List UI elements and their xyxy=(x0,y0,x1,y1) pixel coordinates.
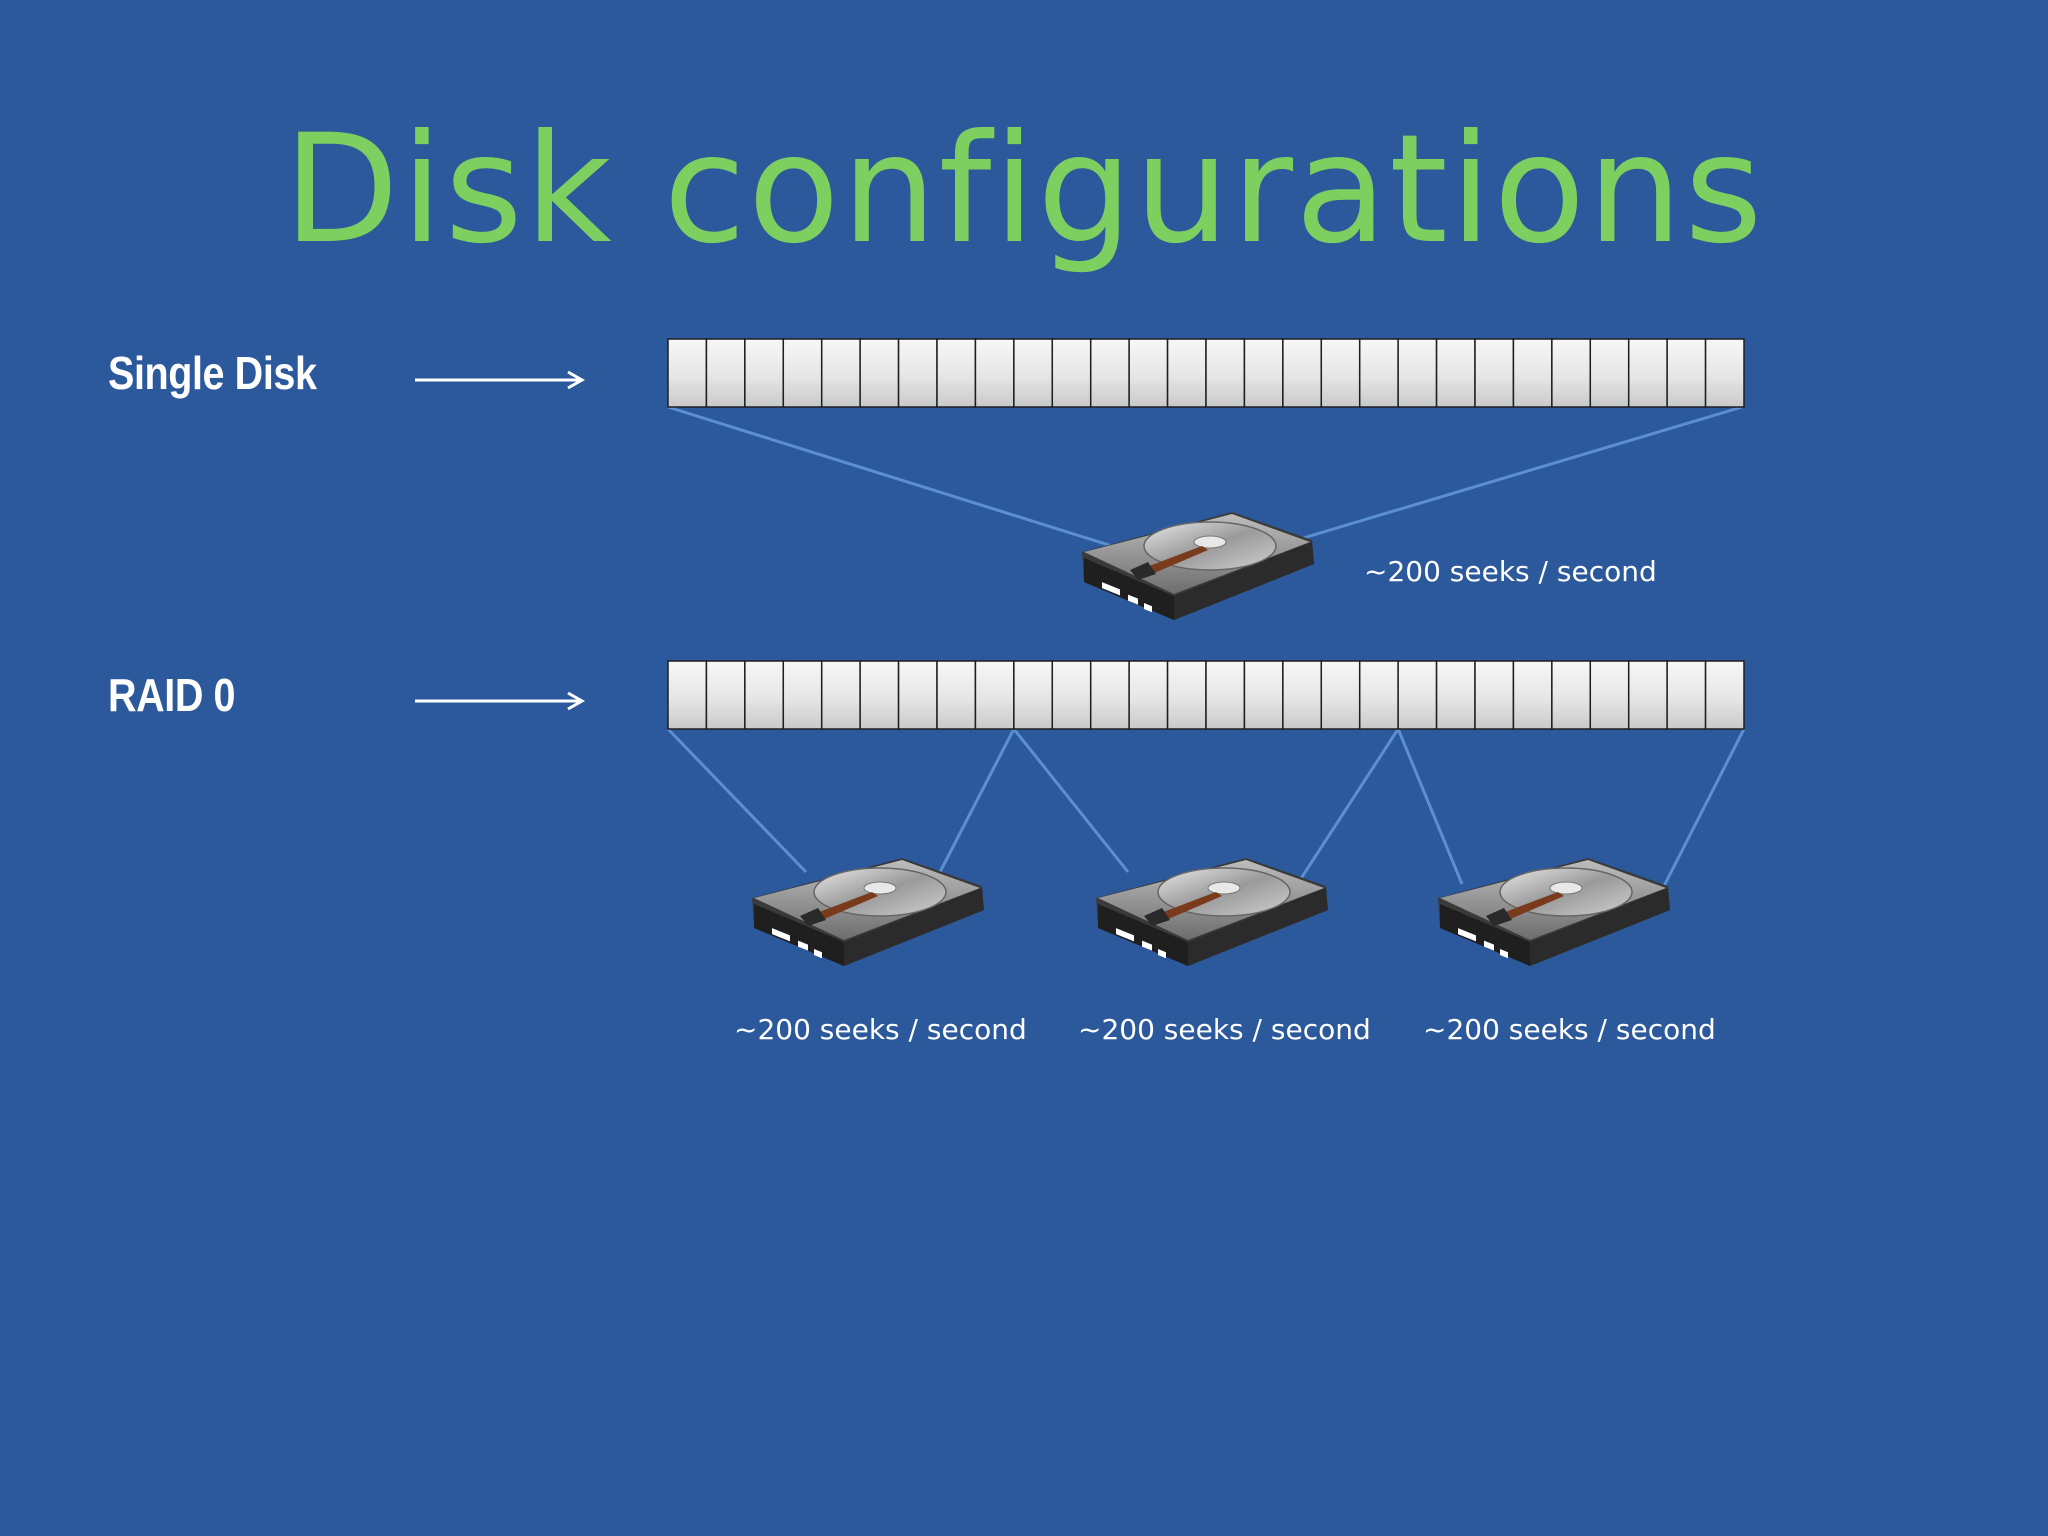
hard-drive-icon xyxy=(1095,857,1329,967)
storage-block xyxy=(1166,660,1207,730)
storage-block xyxy=(1627,660,1668,730)
storage-block xyxy=(820,338,861,408)
storage-block xyxy=(1089,660,1130,730)
storage-block xyxy=(1243,660,1284,730)
storage-block xyxy=(782,660,823,730)
raid-0-connectors xyxy=(666,727,1746,887)
arrow-single-disk xyxy=(415,370,586,390)
storage-block xyxy=(1013,338,1054,408)
seek-rate-label: ~200 seeks / second xyxy=(734,1013,1027,1046)
storage-block xyxy=(667,660,708,730)
seek-rate-label: ~200 seeks / second xyxy=(1364,555,1657,588)
storage-block xyxy=(1320,338,1361,408)
storage-block xyxy=(859,660,900,730)
hard-drive-icon xyxy=(1437,857,1671,967)
storage-block xyxy=(1704,660,1745,730)
storage-block xyxy=(1013,660,1054,730)
storage-block xyxy=(1128,660,1169,730)
storage-block xyxy=(1704,338,1745,408)
storage-block xyxy=(1512,660,1553,730)
storage-block xyxy=(1128,338,1169,408)
storage-block xyxy=(705,338,746,408)
connector-line xyxy=(1662,728,1746,887)
seek-rate-label: ~200 seeks / second xyxy=(1423,1013,1716,1046)
storage-block xyxy=(1358,660,1399,730)
storage-block xyxy=(1551,338,1592,408)
storage-block xyxy=(1551,660,1592,730)
single-disk-block-strip xyxy=(667,338,1745,408)
connector-line xyxy=(666,727,808,874)
row-label-raid-0: RAID 0 xyxy=(108,669,236,721)
storage-block xyxy=(1474,338,1515,408)
slide-title: Disk configurations xyxy=(283,103,1765,277)
storage-block xyxy=(1589,338,1630,408)
storage-block xyxy=(1512,338,1553,408)
connector-line xyxy=(1396,728,1464,885)
storage-block xyxy=(1205,660,1246,730)
connector-line xyxy=(1012,728,1130,873)
connector-line xyxy=(938,728,1016,873)
storage-block xyxy=(1205,338,1246,408)
connector-line xyxy=(1289,405,1743,544)
storage-block xyxy=(897,338,938,408)
storage-block xyxy=(1282,660,1323,730)
arrow-raid-0 xyxy=(415,691,586,711)
storage-block xyxy=(1435,660,1476,730)
storage-block xyxy=(1166,338,1207,408)
storage-block xyxy=(1397,660,1438,730)
storage-block xyxy=(1358,338,1399,408)
storage-block xyxy=(1243,338,1284,408)
storage-block xyxy=(1320,660,1361,730)
storage-block xyxy=(1435,338,1476,408)
storage-block xyxy=(744,660,785,730)
storage-block xyxy=(897,660,938,730)
storage-block xyxy=(1666,660,1707,730)
storage-block xyxy=(744,338,785,408)
seek-rate-label: ~200 seeks / second xyxy=(1078,1013,1371,1046)
storage-block xyxy=(1282,338,1323,408)
storage-block xyxy=(705,660,746,730)
storage-block xyxy=(1051,338,1092,408)
storage-block xyxy=(974,660,1015,730)
raid-0-block-strip xyxy=(667,660,1745,730)
single-disk-connectors xyxy=(667,405,1743,548)
storage-block xyxy=(859,338,900,408)
storage-block xyxy=(1627,338,1668,408)
storage-block xyxy=(1089,338,1130,408)
hard-drive-icon xyxy=(751,857,985,967)
row-label-single-disk: Single Disk xyxy=(108,347,317,399)
storage-block xyxy=(667,338,708,408)
storage-block xyxy=(782,338,823,408)
connector-line xyxy=(1298,728,1400,881)
storage-block xyxy=(974,338,1015,408)
hard-drive-icon xyxy=(1081,511,1315,621)
storage-block xyxy=(1051,660,1092,730)
connector-line xyxy=(667,405,1113,548)
storage-block xyxy=(1474,660,1515,730)
storage-block xyxy=(936,338,977,408)
storage-block xyxy=(1397,338,1438,408)
storage-block xyxy=(936,660,977,730)
storage-block xyxy=(1666,338,1707,408)
storage-block xyxy=(820,660,861,730)
storage-block xyxy=(1589,660,1630,730)
